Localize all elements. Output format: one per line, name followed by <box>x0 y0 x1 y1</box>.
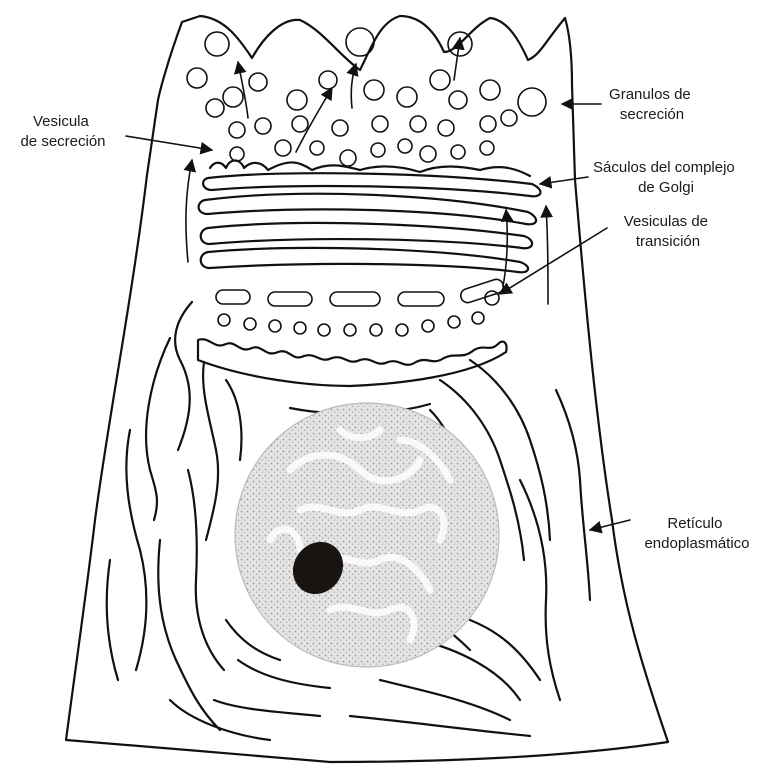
golgi-stack <box>199 161 541 273</box>
label-saculos: Sáculos del complejo de Golgi <box>593 159 739 196</box>
label-transicion: Vesiculas de transición <box>624 213 712 250</box>
transition-vesicles <box>216 278 505 336</box>
golgi-er-cisterna <box>198 339 507 386</box>
secretory-granules <box>187 28 546 166</box>
label-granulos: Granulos de secreción <box>609 86 695 123</box>
label-vesicula: Vesicula de secreción <box>20 113 105 150</box>
label-reticulo: Retículo endoplasmático <box>644 515 749 552</box>
